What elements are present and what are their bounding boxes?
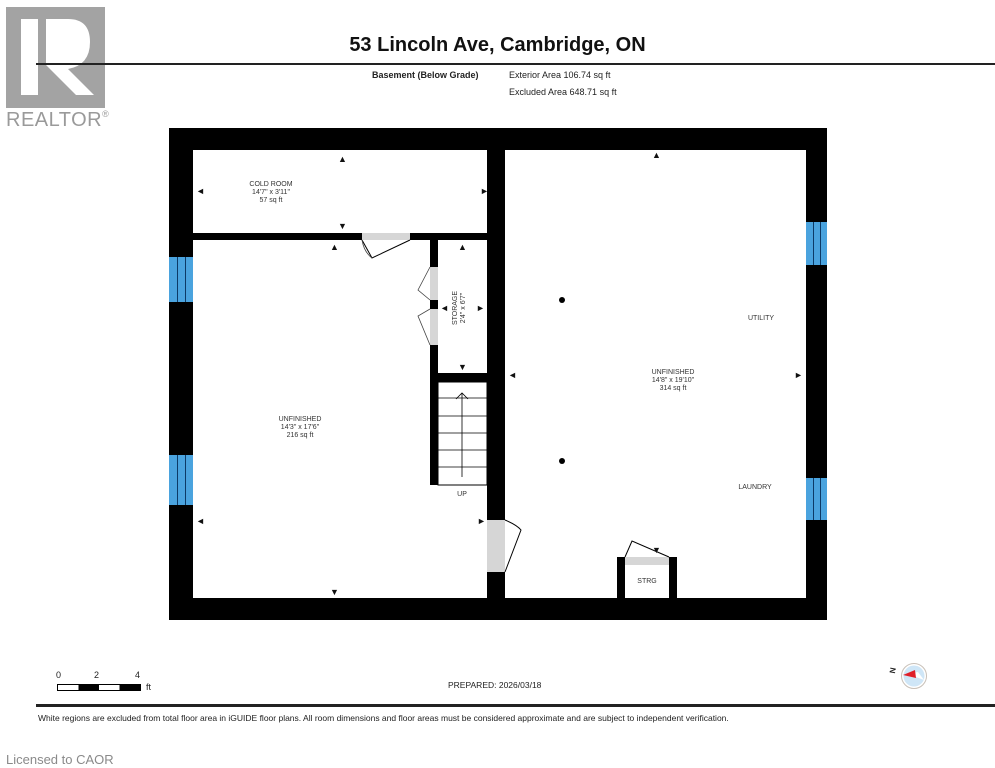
exterior-area: Exterior Area 106.74 sq ft (509, 70, 611, 80)
storage-wall-top (430, 240, 438, 267)
dimension-marker: ▼ (330, 587, 339, 597)
dimension-marker: ▼ (338, 221, 347, 231)
strg-door-opening (625, 557, 669, 565)
compass-icon (901, 663, 927, 689)
support-post (559, 458, 565, 464)
dimension-marker: ◄ (508, 370, 517, 380)
support-post (559, 297, 565, 303)
compass-north-label: N (887, 666, 898, 675)
realtor-logo (6, 7, 105, 108)
scale-unit: ft (146, 682, 152, 692)
window-left-upper (169, 257, 193, 302)
center-wall-lower (487, 572, 505, 598)
window-left-lower (169, 455, 193, 505)
cold-room-wall-right (410, 233, 487, 240)
storage-wall-lower (430, 345, 438, 485)
disclaimer-text: White regions are excluded from total fl… (38, 713, 729, 723)
dimension-marker: ▲ (330, 242, 339, 252)
dimension-marker: ► (476, 303, 485, 313)
center-wall-upper (487, 150, 505, 520)
dimension-marker: ▼ (652, 545, 661, 555)
window-right-upper (806, 222, 827, 265)
room-label-laundry: LAUNDRY (738, 484, 772, 491)
scale-tick-0: 0 (56, 670, 62, 680)
outer-wall-right (806, 128, 827, 620)
door-opening-center (487, 520, 505, 572)
storage-door-opening (430, 267, 438, 345)
storage-wall-bottom (430, 373, 487, 382)
outer-wall-right-corner (505, 128, 827, 149)
dimension-marker: ▲ (458, 242, 467, 252)
dimension-marker: ◄ (440, 303, 449, 313)
dimension-marker: ► (477, 516, 486, 526)
realtor-r-icon (21, 19, 94, 95)
page-title: 53 Lincoln Ave, Cambridge, ON (349, 34, 646, 56)
prepared-date: PREPARED: 2026/03/18 (448, 680, 542, 690)
compass: N (887, 662, 938, 690)
strg-wall-right (669, 557, 677, 598)
scale-tick-2: 2 (94, 670, 100, 680)
dimension-marker: ▲ (652, 150, 661, 160)
dimension-marker: ▼ (458, 362, 467, 372)
floor-label: Basement (Below Grade) (372, 70, 479, 80)
dimension-marker: ► (480, 186, 489, 196)
license-text: Licensed to CAOR (6, 752, 114, 767)
excluded-area: Excluded Area 648.71 sq ft (509, 87, 617, 97)
dimension-marker: ◄ (196, 516, 205, 526)
room-label-utility: UTILITY (747, 315, 775, 322)
strg-wall-left (617, 557, 625, 598)
footer-divider (36, 704, 995, 707)
scale-bar: 0 2 4 ft (55, 670, 165, 694)
scale-bar-graphic (57, 684, 141, 691)
storage-door-post (430, 300, 438, 309)
dimension-marker: ► (794, 370, 803, 380)
cold-room-wall-left (193, 233, 362, 240)
outer-wall-top (169, 128, 827, 150)
header-divider (36, 63, 995, 65)
door-opening-cold-room (362, 233, 410, 240)
realtor-wordmark: REALTOR® (6, 109, 110, 131)
scale-tick-4: 4 (135, 670, 141, 680)
window-right-lower (806, 478, 827, 520)
outer-wall-left (169, 128, 193, 620)
outer-wall-bottom (169, 598, 827, 620)
stairs-up-label: UP (457, 491, 467, 498)
dimension-marker: ◄ (196, 186, 205, 196)
room-label-strg: STRG (637, 578, 657, 585)
dimension-marker: ▲ (338, 154, 347, 164)
